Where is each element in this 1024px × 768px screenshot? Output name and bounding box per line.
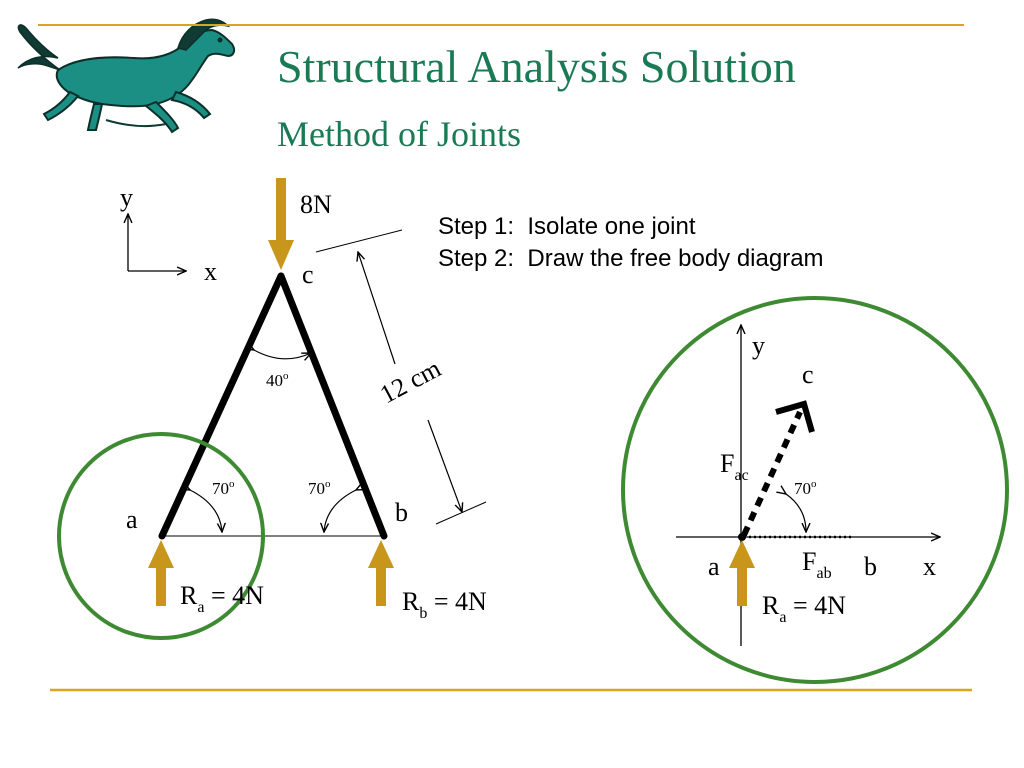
slide-title: Structural Analysis Solution [277, 41, 796, 92]
dim-arrow-bottom [427, 419, 462, 512]
truss-joint-a: a [126, 505, 138, 534]
truss-axis-x-label: x [204, 257, 217, 286]
fbd-axis-x-label: x [923, 552, 936, 581]
force-ac-line [741, 410, 803, 537]
force-ab-label: Fab [802, 547, 832, 582]
mustang-horse-icon [17, 18, 236, 134]
fbd-axis-y-label: y [752, 331, 765, 360]
fbd-angle-label: 70o [794, 478, 817, 498]
fbd-reaction-label: Ra = 4N [762, 591, 846, 626]
fbd-joint-c: c [802, 360, 814, 389]
fbd-circle [621, 296, 1009, 684]
truss-joint-b: b [395, 498, 408, 527]
truss-joint-c: c [302, 260, 314, 289]
load-label: 8N [300, 190, 332, 219]
angle-arc-right [324, 490, 356, 532]
member-bc [277, 272, 388, 540]
step-2: Step 2: Draw the free body diagram [438, 245, 824, 272]
fbd-joint-b: b [864, 552, 877, 581]
load-arrow [268, 178, 294, 270]
reaction-arrow-b [368, 540, 394, 606]
angle-arc-left [190, 490, 222, 532]
fbd-reaction-arrow [729, 540, 755, 606]
mustang-logo [17, 18, 236, 134]
step-1: Step 1: Isolate one joint [438, 213, 696, 240]
force-ac-label: Fac [720, 449, 749, 484]
dim-arrow-top [358, 252, 396, 365]
length-label: 12 cm [375, 354, 445, 410]
fbd-joint-dot [738, 533, 746, 541]
force-ac-arrowhead [775, 400, 815, 433]
truss-axis-y-label: y [120, 183, 133, 212]
angle-top-label: 40o [266, 370, 289, 390]
fbd-angle-arc [786, 494, 806, 532]
angle-arc-top [254, 350, 311, 359]
dim-ext-top [315, 229, 403, 253]
angle-right-label: 70o [308, 478, 331, 498]
reaction-arrow-a [148, 540, 174, 606]
reaction-a-label: Ra = 4N [180, 581, 264, 616]
reaction-b-label: Rb = 4N [402, 587, 487, 622]
angle-left-label: 70o [212, 478, 235, 498]
slide-subtitle: Method of Joints [277, 114, 522, 154]
isolation-circle-a [57, 432, 265, 640]
fbd-joint-a: a [708, 552, 720, 581]
dim-ext-bottom [435, 501, 487, 525]
